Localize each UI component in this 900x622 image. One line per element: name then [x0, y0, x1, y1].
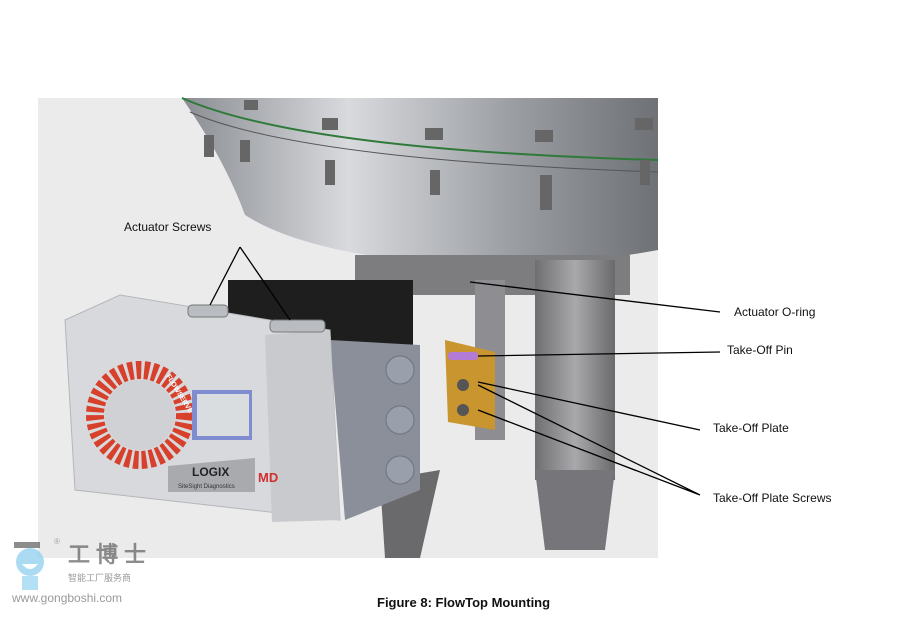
device-model: MD — [258, 470, 278, 485]
callout-take-off-pin: Take-Off Pin — [727, 343, 793, 357]
watermark-name: 工博士 — [68, 542, 153, 567]
device-brand: LOGIX — [192, 465, 229, 479]
device-subtitle: SiteSight Diagnostics — [178, 484, 235, 490]
registered-mark: ® — [54, 537, 60, 546]
callout-actuator-screws: Actuator Screws — [124, 220, 212, 234]
callout-take-off-plate-screws: Take-Off Plate Screws — [713, 491, 832, 505]
actuator-drum — [181, 97, 659, 267]
callout-leaders — [209, 246, 721, 496]
actuator-yoke — [355, 255, 630, 558]
watermark-tagline: 智能工厂服务商 — [68, 573, 132, 583]
watermark-url: www.gongboshi.com — [12, 591, 123, 605]
figure-caption: Figure 8: FlowTop Mounting — [377, 595, 551, 610]
mascot-icon — [14, 542, 44, 590]
watermark-logo: ® 工博士 智能工厂服务商 www.gongboshi.com — [8, 538, 158, 618]
take-off-plate — [445, 340, 495, 430]
logix-positioner: FLOWSERVE LOGIX SiteSight Diagnostics MD — [64, 294, 420, 522]
callout-take-off-plate: Take-Off Plate — [713, 421, 789, 435]
callout-actuator-oring: Actuator O-ring — [734, 305, 816, 319]
actuator-screws — [187, 304, 326, 333]
